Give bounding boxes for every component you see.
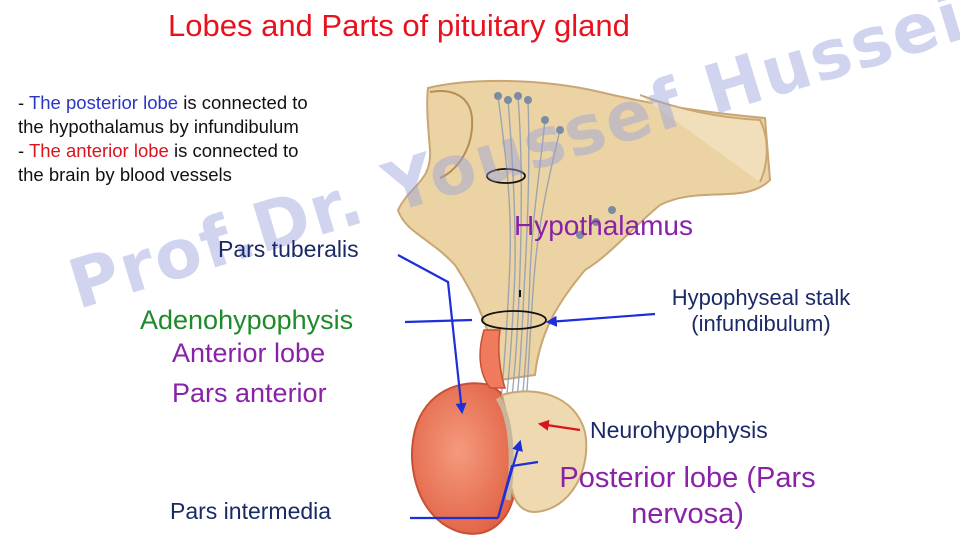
pointer-lines [397,254,656,520]
tissue-edge-right [639,94,768,183]
pars-tuberalis-label: Pars tuberalis [218,236,359,262]
adenohypophysis-label: Adenohypophysis [140,305,354,335]
posterior-lobe-label-line-2: nervosa) [631,498,744,530]
intro-line-4: the brain by blood vessels [18,164,232,185]
stalk-label-line-2: (infundibulum) [691,311,831,336]
intro-prefix-3: - [18,140,29,161]
pars-anterior-label: Pars anterior [172,378,327,408]
anterior-lobe-label: Anterior lobe [172,338,326,368]
pars-intermedia-label: Pars intermedia [170,498,332,524]
posterior-lobe-pointer [496,439,539,519]
anterior-lobe-highlight: The anterior lobe [28,140,169,161]
neurohypophysis-pointer [537,419,581,432]
pars-intermedia-shape [495,396,514,501]
intro-line-2: the hypothalamus by infundibulum [18,116,299,137]
stalk-ring-top [486,168,526,184]
stalk-label-line-1: Hypophyseal stalk [671,285,851,310]
neurohypophysis-label: Neurohypophysis [590,417,768,443]
nerve-fibers [497,95,561,421]
stalk-pointer [545,312,656,327]
intro-rest-3: is connected to [168,140,299,161]
posterior-lobe-highlight: The posterior lobe [28,92,179,113]
page-title: Lobes and Parts of pituitary gland [168,8,630,43]
hypothalamus-tissue [396,79,772,382]
intro-prefix-1: - [18,92,29,113]
intro-text: - The posterior lobe is connected to the… [18,91,398,187]
pars-tuberalis-pointer [397,254,467,415]
intro-line-1: - The posterior lobe is connected to [18,91,398,115]
intro-rest-1: is connected to [178,92,308,113]
hypothalamus-label: Hypothalamus [514,210,693,241]
posterior-lobe-label: Posterior lobe (Pars nervosa) [540,460,835,532]
pars-tuberalis-shape [479,329,507,389]
stalk-label: Hypophyseal stalk (infundibulum) [656,285,866,337]
tissue-fold [429,90,474,179]
intro-line-3: - The anterior lobe is connected to [18,139,398,163]
adenohypophysis-pointer [404,318,473,324]
neuron-cells [494,92,616,239]
posterior-lobe-label-line-1: Posterior lobe (Pars [559,462,816,494]
